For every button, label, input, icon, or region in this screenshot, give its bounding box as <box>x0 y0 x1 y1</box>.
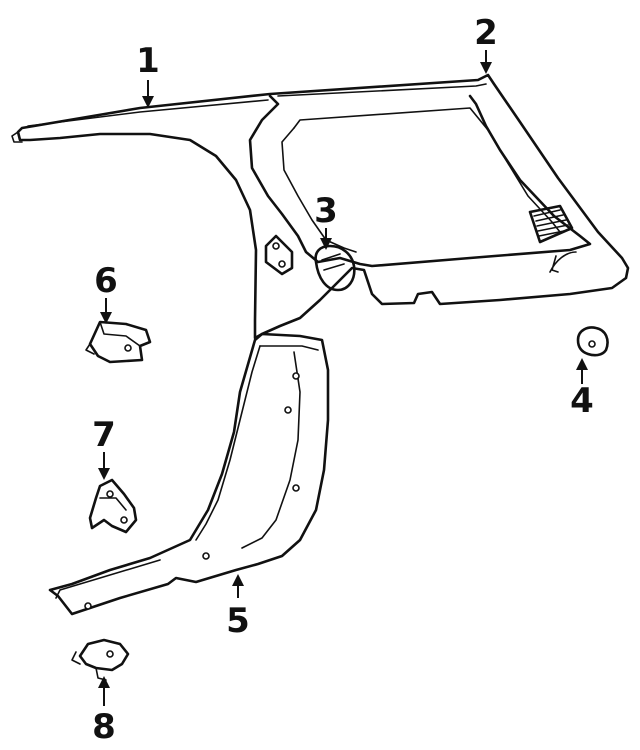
callout-2: 2 <box>474 13 498 74</box>
callout-7: 7 <box>92 415 116 480</box>
callout-label-1: 1 <box>136 41 160 81</box>
fastener-part-8 <box>71 638 130 681</box>
callout-label-5: 5 <box>226 601 250 641</box>
bracket-part-6 <box>85 320 152 364</box>
callout-5: 5 <box>226 574 250 641</box>
callout-label-3: 3 <box>314 191 338 231</box>
callout-label-8: 8 <box>92 707 116 747</box>
callout-8: 8 <box>92 676 116 747</box>
clip-part-3 <box>314 244 356 292</box>
vent-grille <box>528 204 574 244</box>
upper-quarter-trim-panel <box>11 73 630 340</box>
callout-label-2: 2 <box>474 13 498 53</box>
pillar-bracket <box>264 234 294 276</box>
callout-1: 1 <box>136 41 160 108</box>
callout-label-4: 4 <box>570 381 594 421</box>
callout-3: 3 <box>314 191 338 250</box>
callout-label-7: 7 <box>92 415 116 455</box>
callout-4: 4 <box>570 358 594 421</box>
callout-6: 6 <box>94 261 118 324</box>
bracket-part-7 <box>88 478 138 534</box>
lower-quarter-trim-panel <box>48 332 330 616</box>
callout-label-6: 6 <box>94 261 118 301</box>
grommet-part-4 <box>576 326 609 357</box>
